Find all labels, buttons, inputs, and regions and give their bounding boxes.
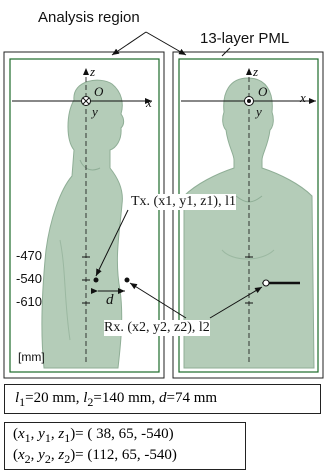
tick-label-540: -540 bbox=[16, 271, 43, 286]
rx-coordinates-value: (112, 65, -540) bbox=[87, 447, 177, 463]
rx-marker-side bbox=[124, 277, 130, 283]
unit-label: [mm] bbox=[18, 350, 45, 364]
right-origin-label: O bbox=[258, 84, 268, 99]
tx-coordinates-value: ( 38, 65, -540) bbox=[87, 426, 174, 442]
tx-marker-side bbox=[93, 277, 99, 283]
left-origin-label: O bbox=[94, 84, 104, 99]
right-analysis-region bbox=[178, 58, 319, 373]
l1-value: 20 mm bbox=[33, 390, 76, 406]
l2-value: 140 mm bbox=[101, 390, 152, 406]
d-value: 74 mm bbox=[174, 390, 218, 406]
left-z-label: z bbox=[90, 64, 96, 79]
right-z-label: z bbox=[253, 64, 259, 79]
right-y-label: y bbox=[256, 104, 262, 119]
tick-label-470: -470 bbox=[16, 248, 43, 263]
tx-coordinates-row: (x1, y1, z1)= ( 38, 65, -540) bbox=[13, 426, 174, 445]
rx-leader-arrow-front bbox=[209, 286, 263, 319]
right-x-label: x bbox=[300, 90, 306, 105]
coordinates-box: (x1, y1, z1)= ( 38, 65, -540) (x2, y2, z… bbox=[4, 422, 246, 470]
tx-label: Tx. (x1, y1, z1), l1 bbox=[131, 194, 236, 210]
left-analysis-region bbox=[9, 58, 160, 373]
pml-leader bbox=[221, 47, 231, 57]
pml-label: 13-layer PML bbox=[200, 30, 290, 47]
tx-marker-front bbox=[262, 279, 270, 287]
left-x-label: x bbox=[146, 95, 152, 110]
d-label: d bbox=[106, 292, 114, 308]
analysis-region-label: Analysis region bbox=[38, 9, 140, 26]
analysis-region-arrow-left bbox=[111, 31, 147, 56]
tick-label-610: -610 bbox=[16, 294, 43, 309]
left-y-label: y bbox=[92, 104, 98, 119]
analysis-region-arrow-right bbox=[145, 31, 187, 56]
rx-coordinates-row: (x2, y2, z2)= (112, 65, -540) bbox=[13, 447, 177, 466]
rx-label: Rx. (x2, y2, z2), l2 bbox=[104, 320, 210, 336]
rx-leader-arrow-side bbox=[129, 282, 187, 319]
parameters-box: l1=20 mm, l2=140 mm, d=74 mm bbox=[4, 384, 321, 414]
tx-leader-arrow bbox=[95, 209, 129, 277]
